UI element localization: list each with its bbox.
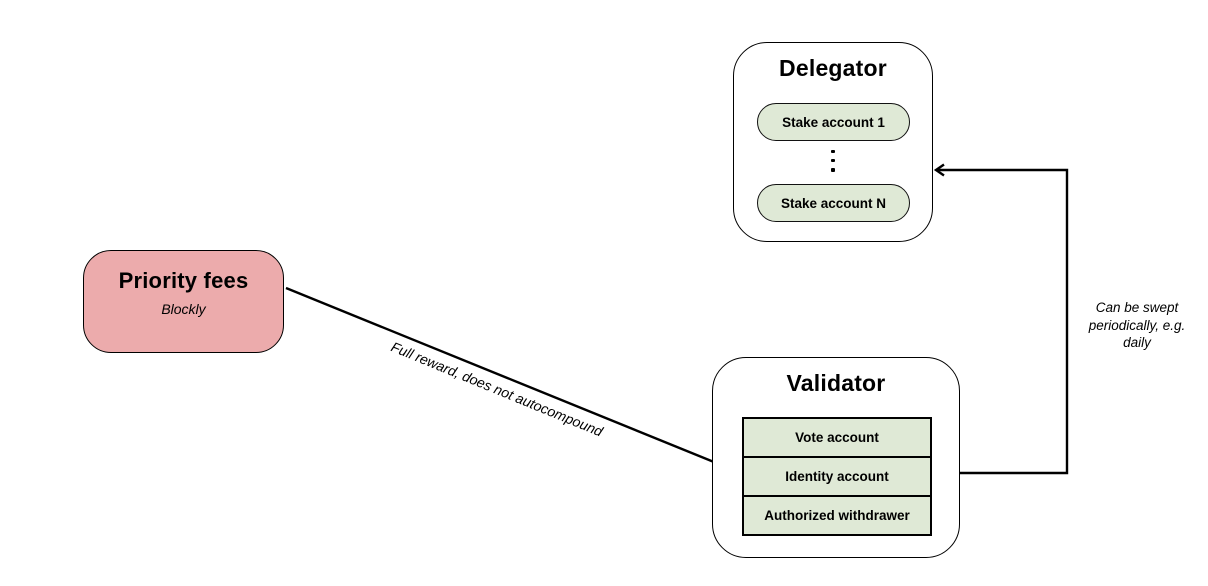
validator-node: Validator Vote account Identity account …: [712, 357, 960, 558]
priority-fees-title: Priority fees: [118, 268, 249, 293]
priority-fees-node: Priority fees Blockly: [83, 250, 284, 353]
delegator-title: Delegator: [779, 55, 887, 81]
sweep-arrow-label: Can be swept periodically, e.g. daily: [1088, 300, 1186, 351]
validator-title: Validator: [786, 370, 886, 396]
authorized-withdrawer-row: Authorized withdrawer: [744, 497, 930, 534]
vote-account-row: Vote account: [744, 419, 930, 458]
ellipsis-dot: [831, 168, 835, 172]
ellipsis-dot: [831, 159, 835, 163]
stake-account-1-pill: Stake account 1: [757, 103, 910, 141]
reward-arrow: [285, 286, 743, 477]
reward-arrow-label: Full reward, does not autocompound: [388, 338, 606, 440]
priority-fees-subtitle: Blockly: [161, 301, 206, 317]
vertical-ellipsis-icon: [734, 150, 932, 172]
delegator-node: Delegator Stake account 1 Stake account …: [733, 42, 933, 242]
ellipsis-dot: [831, 150, 835, 154]
validator-account-table: Vote account Identity account Authorized…: [742, 417, 932, 536]
identity-account-row: Identity account: [744, 458, 930, 497]
stake-account-n-pill: Stake account N: [757, 184, 910, 222]
